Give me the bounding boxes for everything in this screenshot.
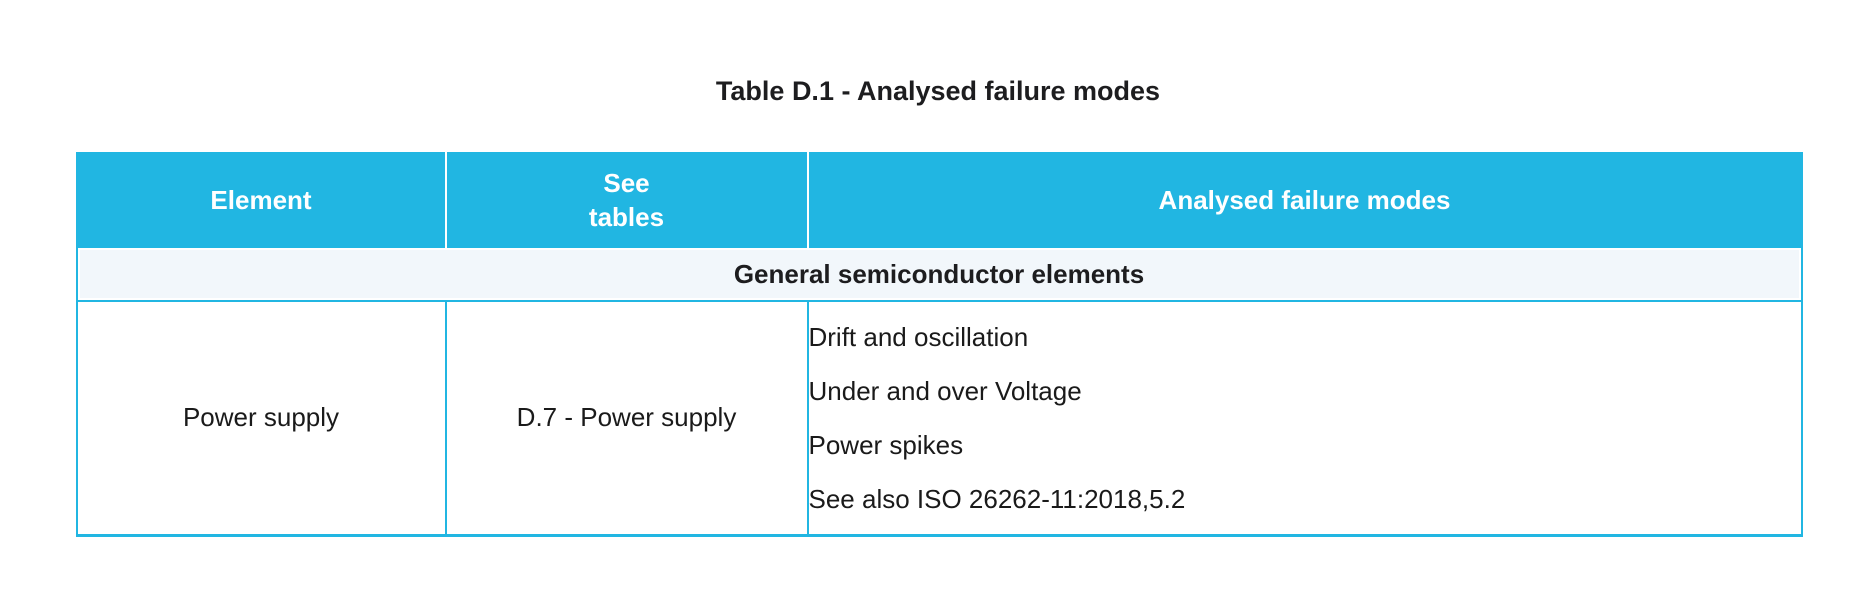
table-row: Power supply D.7 - Power supply Drift an…: [75, 300, 1803, 536]
header-cell-element: Element: [76, 153, 447, 247]
analysed-failure-modes-table: Element See tables Analysed failure mode…: [75, 152, 1803, 537]
failure-mode-line: Drift and oscillation: [808, 321, 1029, 352]
cell-see-tables: D.7 - Power supply: [444, 300, 809, 536]
section-header-cell: General semiconductor elements: [75, 246, 1803, 302]
document-page: Table D.1 - Analysed failure modes Eleme…: [75, 75, 1803, 537]
table-header-row: Element See tables Analysed failure mode…: [76, 153, 1802, 247]
cell-element: Power supply: [75, 300, 447, 536]
failure-mode-line: See also ISO 26262-11:2018,5.2: [808, 483, 1186, 514]
section-header-row: General semiconductor elements: [75, 246, 1803, 302]
failure-mode-line: Power spikes: [808, 429, 964, 460]
table-caption: Table D.1 - Analysed failure modes: [715, 76, 1161, 106]
header-cell-see-tables: See tables: [445, 153, 809, 247]
header-cell-analysed-failure-modes: Analysed failure modes: [807, 153, 1802, 247]
failure-mode-line: Under and over Voltage: [808, 375, 1082, 406]
